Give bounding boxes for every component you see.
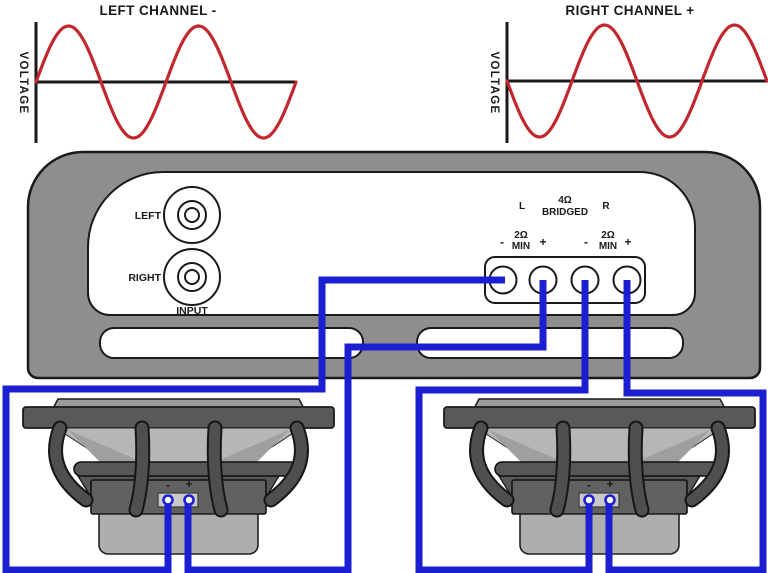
wire-right-negative	[415, 280, 593, 573]
right-neg-label: -	[584, 235, 588, 249]
subwoofer-neg-label: -	[587, 478, 591, 492]
subwoofer-right: - +	[443, 398, 756, 555]
right-voltage-label: VOLTAGE	[488, 52, 500, 115]
subwoofer-pos-label: +	[185, 477, 192, 491]
right-waveform: RIGHT CHANNEL + VOLTAGE	[488, 3, 768, 143]
rca-input-right	[163, 248, 221, 306]
input-right-label: RIGHT	[128, 272, 161, 284]
wire-right-positive	[605, 280, 767, 573]
subwoofer-leg	[50, 422, 92, 506]
subwoofer-cone-shade-right	[636, 430, 710, 462]
subwoofer-leg	[130, 422, 149, 516]
subwoofer-left: - +	[22, 398, 335, 555]
channel-r-label: R	[602, 201, 610, 212]
left-min-line2: MIN	[512, 241, 530, 252]
subwoofer-flange	[443, 406, 756, 429]
subwoofer-pos-label: +	[606, 477, 613, 491]
right-sine-wave	[505, 23, 768, 139]
input-left-label: LEFT	[135, 210, 162, 222]
left-waveform: LEFT CHANNEL - VOLTAGE	[17, 3, 298, 143]
subwoofer-neg-label: -	[166, 478, 170, 492]
rca-right-pin	[184, 269, 200, 285]
right-pos-label: +	[624, 235, 631, 249]
left-voltage-label: VOLTAGE	[17, 52, 29, 115]
speaker-terminal-ring	[162, 494, 174, 506]
right-waveform-title: RIGHT CHANNEL +	[565, 3, 694, 18]
subwoofer-leg	[551, 422, 570, 516]
subwoofer-leg	[686, 422, 728, 506]
right-min-line1: 2Ω	[601, 230, 615, 241]
left-waveform-title: LEFT CHANNEL -	[99, 3, 216, 18]
amplifier: LEFT RIGHT INPUT L 4Ω BRIDGED R - 2Ω MIN…	[26, 150, 762, 380]
rca-left-pin	[184, 207, 200, 223]
wire-left-positive	[184, 280, 547, 573]
subwoofer-leg	[265, 422, 307, 506]
speaker-terminal-ring	[583, 494, 595, 506]
subwoofer-basket-ring	[494, 461, 722, 477]
left-pos-label: +	[539, 235, 546, 249]
subwoofer-boot	[519, 513, 680, 555]
wire-left-negative	[2, 276, 505, 573]
speaker-terminal-ring	[604, 494, 616, 506]
speaker-terminal-ring	[183, 494, 195, 506]
subwoofer-boot	[98, 513, 259, 555]
rca-input-left	[163, 186, 221, 244]
subwoofer-leg	[629, 422, 648, 516]
input-caption: INPUT	[176, 305, 208, 317]
subwoofer-flange	[22, 406, 335, 429]
left-neg-label: -	[500, 235, 504, 249]
subwoofer-cone-shade-left	[489, 430, 563, 462]
amplifier-vent-left	[99, 327, 364, 359]
speaker-wires	[2, 276, 767, 573]
bridged-label-line1: 4Ω	[558, 195, 572, 206]
subwoofer-basket-ring	[73, 461, 301, 477]
subwoofer-cone-shade-left	[68, 430, 142, 462]
right-min-line2: MIN	[599, 241, 617, 252]
amplifier-vent-right	[416, 327, 684, 359]
left-min-line1: 2Ω	[514, 230, 528, 241]
channel-l-label: L	[519, 201, 525, 212]
subwoofer-leg	[208, 422, 227, 516]
left-sine-wave	[34, 24, 298, 140]
subwoofer-cone-shade-right	[215, 430, 289, 462]
bridged-label-line2: BRIDGED	[542, 207, 588, 218]
subwoofer-leg	[471, 422, 513, 506]
